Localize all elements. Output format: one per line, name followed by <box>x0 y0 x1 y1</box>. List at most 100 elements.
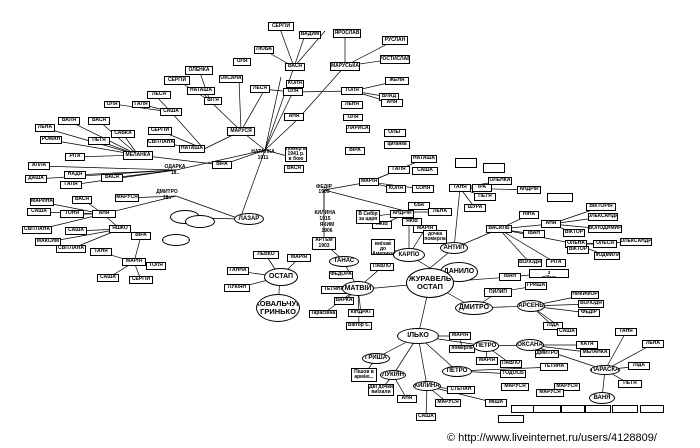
node-sergiy-a: СЕРГІЙ <box>164 76 190 85</box>
node-liuba-top: ЛЮБА <box>254 46 274 54</box>
node-vira-a: ВІРА <box>345 147 365 155</box>
node-lukian-b: ЛУКІЯН <box>380 370 406 380</box>
node-andriy-a: АНДРІЙ <box>517 186 541 194</box>
node-natasha-a: НАТАША <box>187 87 215 95</box>
watermark-text: © http://www.liveinternet.ru/users/41288… <box>447 432 657 444</box>
node-olia-b: ОЛЯ <box>283 88 303 96</box>
connector-line <box>175 149 266 171</box>
node-larysa: ЛАРИСА <box>346 125 370 133</box>
node-ania-b: АНЯ <box>284 113 304 121</box>
node-sasha-b: САША <box>412 167 438 175</box>
node-sergiy-b: СЕРГІЙ <box>148 127 172 135</box>
connector-line <box>239 149 266 220</box>
node-maksym: МАКСИМ <box>35 238 61 246</box>
node-vasia-c: ВАСЯ <box>101 174 123 182</box>
node-viktor-e: Віктор Є. <box>346 322 372 330</box>
node-natasha-b: НАТАША <box>179 145 205 153</box>
node-volodia-b: ВОЛОДЯ <box>578 300 604 308</box>
node-tomer: помер в 1941 р. в бою <box>285 147 307 162</box>
node-vitia: ВІТЯ <box>204 97 222 105</box>
node-ania-e: АНЯ <box>397 395 417 403</box>
node-lida-a: ЛІДА <box>543 322 563 330</box>
node-stepan: СТЕПАН <box>447 386 475 394</box>
node-dmytro-c: ДМИТРО <box>535 350 559 358</box>
node-vasia-d: ВАСЯ <box>72 196 92 204</box>
node-dmytro-b: ДМИТРО <box>455 301 493 315</box>
node-roman: РОМАН <box>40 136 62 144</box>
node-u-sybiru: В Сибір за царя <box>356 210 380 224</box>
node-lena-b: ЛЕНА <box>428 208 452 216</box>
node-volodia-a: ВОЛОДЯ <box>518 259 542 267</box>
node-valia-a: ВАЛЯ <box>58 117 80 125</box>
empty-node-box <box>640 405 664 413</box>
node-galia-a: ГАЛЯ <box>132 101 150 108</box>
node-tetiana-b: ТЕТЯНА <box>540 363 568 371</box>
node-oleksandr-b: ОЛЕКСАНДР <box>620 238 652 246</box>
node-oksana-a: ОКСАНА <box>219 75 243 83</box>
node-yakiv-b: ЯКІВ <box>372 221 392 229</box>
node-maria-b: МАРІЯ <box>122 258 146 266</box>
node-antyp: АНТИП <box>440 242 468 254</box>
empty-node-box <box>455 158 477 168</box>
node-petro-b: ПЕТРО <box>442 366 472 377</box>
node-yakiv-top: ЯКИМ 1906 <box>319 222 335 234</box>
connector-line <box>456 366 555 372</box>
node-marina: МАРИНА <box>30 198 54 206</box>
connector-line <box>278 25 295 68</box>
node-yashko: ЯШКО <box>109 225 131 233</box>
node-eva: ЄВА <box>408 202 430 210</box>
node-ne-povernuvsia: не повернувся з війни <box>529 269 569 278</box>
node-grysha-b: ГРИША <box>362 353 390 364</box>
connector-line <box>209 100 242 132</box>
node-pomerla: померла <box>449 345 475 353</box>
node-maruska-c: МАРУСЯ <box>115 194 139 202</box>
connector-line <box>238 78 242 132</box>
node-alla: АЛЛА <box>28 162 50 170</box>
node-svitlana-a: СВІТЛАНА <box>147 139 175 147</box>
node-vasia-top: ВАСЯ <box>285 63 305 71</box>
node-sonia: СОНЯ <box>412 185 434 193</box>
node-lesia-b: ЛЕСЯ <box>147 91 171 99</box>
node-olia-a: ОЛЯ <box>233 58 251 66</box>
node-galia-b: ГАЛЯ <box>388 166 410 174</box>
node-dochka: дочка померла <box>423 230 447 244</box>
node-maruska-b: МАРУСЯ <box>227 127 255 136</box>
node-ania-a: АНЯ <box>381 99 403 107</box>
node-dvi-dochky: Дві дочки виїхали <box>368 384 394 396</box>
node-kovalchuk: КОВАЛЬЧУК ГРИНЬКО <box>256 294 300 322</box>
node-melania-b: МЕЛАНКА <box>580 349 610 357</box>
node-fedir: ФЕДІР 1909 <box>316 183 332 195</box>
node-viktoria: ВІКТОРІЯ <box>586 203 616 211</box>
connector-line <box>425 385 428 418</box>
node-misha: МІША <box>485 399 507 407</box>
node-lukian-a: ЛУКІЯН <box>224 284 250 292</box>
node-petia-c: ПЕТЯ <box>618 380 642 388</box>
node-volodymyr-a: ВОЛОДИМИР <box>588 225 622 233</box>
node-varka: ВАРКА <box>334 297 354 305</box>
node-svitlana-b: СВІТЛАНА <box>22 226 52 234</box>
node-v1914: в 1914 р. виїхав до Америки <box>371 239 395 255</box>
connector-line <box>38 165 177 171</box>
node-artem: АРТЕМ 1903 <box>312 237 336 250</box>
node-vira-c: ВІРА <box>131 232 151 240</box>
empty-node-box <box>483 163 505 173</box>
node-tania-c: ТАНЯ <box>615 328 637 336</box>
node-nykyfor: НИКИФОР <box>571 291 599 299</box>
node-rita-b: РІТА <box>546 259 566 267</box>
node-vasyl: ВАСИЛЬ <box>486 225 512 233</box>
node-olia-c: ОЛЯ <box>104 101 120 108</box>
node-vasia-b: ВАСЯ <box>284 165 304 173</box>
node-karpo: КАРПО <box>393 248 425 262</box>
connector-line <box>296 65 346 121</box>
node-tsyhanka: циганка <box>384 141 410 149</box>
node-sasha-d: САША <box>65 227 87 235</box>
node-natasha-c: НАТАША <box>411 155 437 163</box>
connector-line <box>453 187 461 249</box>
node-levko: ЛЕВКО <box>253 251 279 259</box>
node-vadym: ВАДИМ <box>299 31 321 39</box>
node-fedora: ФЕДОРА <box>329 271 353 279</box>
connector-line <box>98 120 139 156</box>
node-lesia-a: ЛЕСЯ <box>250 85 270 93</box>
node-sasha-a: САША <box>160 108 182 116</box>
